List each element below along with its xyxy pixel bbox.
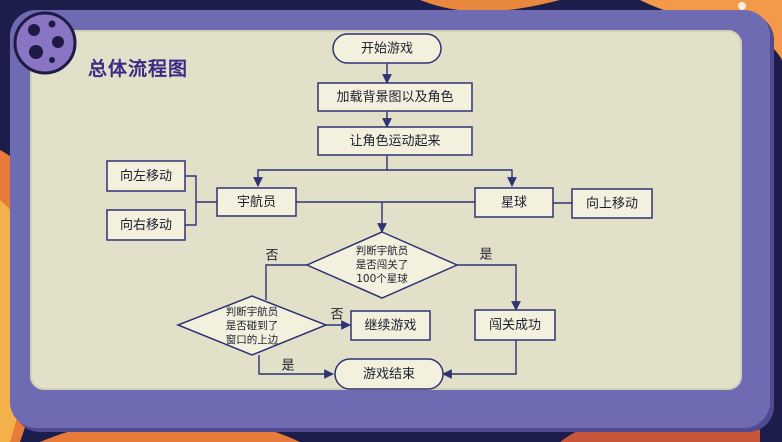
node-success-label: 闯关成功 (489, 318, 541, 333)
edge-label-yes: 是 (479, 248, 492, 263)
moon-icon (13, 11, 77, 75)
node-end: 游戏结束 (334, 358, 444, 390)
decision-planets-line1: 判断宇航员 (356, 244, 409, 257)
node-start: 开始游戏 (332, 33, 442, 64)
node-move-right-label: 向右移动 (120, 217, 172, 233)
node-move-left-label: 向左移动 (120, 168, 172, 184)
decision-planets-line2: 是否闯关了 (356, 258, 409, 271)
node-move-up-label: 向上移动 (586, 196, 638, 212)
node-end-label: 游戏结束 (363, 367, 415, 382)
node-planet-label: 星球 (501, 196, 527, 211)
node-success: 闯关成功 (474, 309, 556, 341)
decision-edge-line3: 窗口的上边 (226, 333, 279, 346)
decision-edge-line2: 是否碰到了 (226, 319, 279, 332)
node-move-label: 让角色运动起来 (349, 133, 440, 149)
node-planet: 星球 (474, 187, 554, 218)
node-move-right: 向右移动 (106, 209, 186, 241)
edge-label-yes: 是 (281, 359, 294, 374)
node-move-left: 向左移动 (106, 160, 186, 192)
edge-label-no: 否 (265, 249, 278, 264)
node-start-label: 开始游戏 (361, 42, 413, 57)
decision-planets-line3: 100个星球 (356, 272, 408, 285)
page-title: 总体流程图 (88, 58, 189, 80)
decision-edge-line1: 判断宇航员 (226, 305, 279, 318)
node-move: 让角色运动起来 (317, 126, 473, 156)
node-continue: 继续游戏 (350, 310, 431, 341)
node-load-label: 加载背景图以及角色 (336, 89, 453, 105)
node-astronaut-label: 宇航员 (237, 194, 276, 210)
flow-edges (185, 63, 572, 379)
node-continue-label: 继续游戏 (364, 319, 416, 334)
node-astronaut: 宇航员 (216, 187, 297, 217)
decision-edge: 判断宇航员 是否碰到了 窗口的上边 (175, 295, 329, 356)
edge-label-no: 否 (330, 308, 343, 323)
node-load: 加载背景图以及角色 (317, 82, 473, 112)
node-move-up: 向上移动 (571, 188, 653, 219)
decision-planets: 判断宇航员 是否闯关了 100个星球 (305, 231, 459, 299)
